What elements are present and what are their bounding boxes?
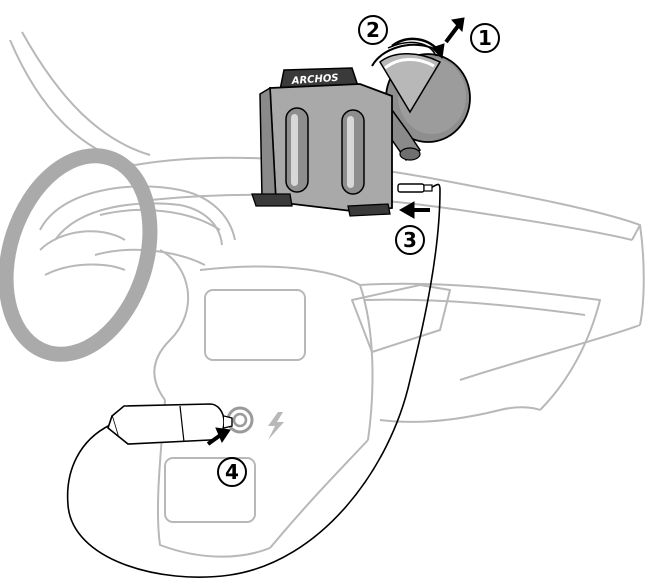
step-4-badge: 4 <box>218 458 246 486</box>
step-1-badge: 1 <box>471 24 499 52</box>
step-1-label: 1 <box>478 26 492 50</box>
step-2-badge: 2 <box>359 16 387 44</box>
step-2-label: 2 <box>366 18 380 42</box>
step-3-label: 3 <box>403 228 417 252</box>
step-3-badge: 3 <box>396 226 424 254</box>
device-cradle: ARCHOS <box>252 68 392 216</box>
lightning-icon <box>268 412 284 440</box>
step-4-label: 4 <box>225 460 239 484</box>
step-1-arrow-icon <box>446 18 464 42</box>
steering-wheel <box>0 137 174 373</box>
cable-connector <box>398 184 432 192</box>
